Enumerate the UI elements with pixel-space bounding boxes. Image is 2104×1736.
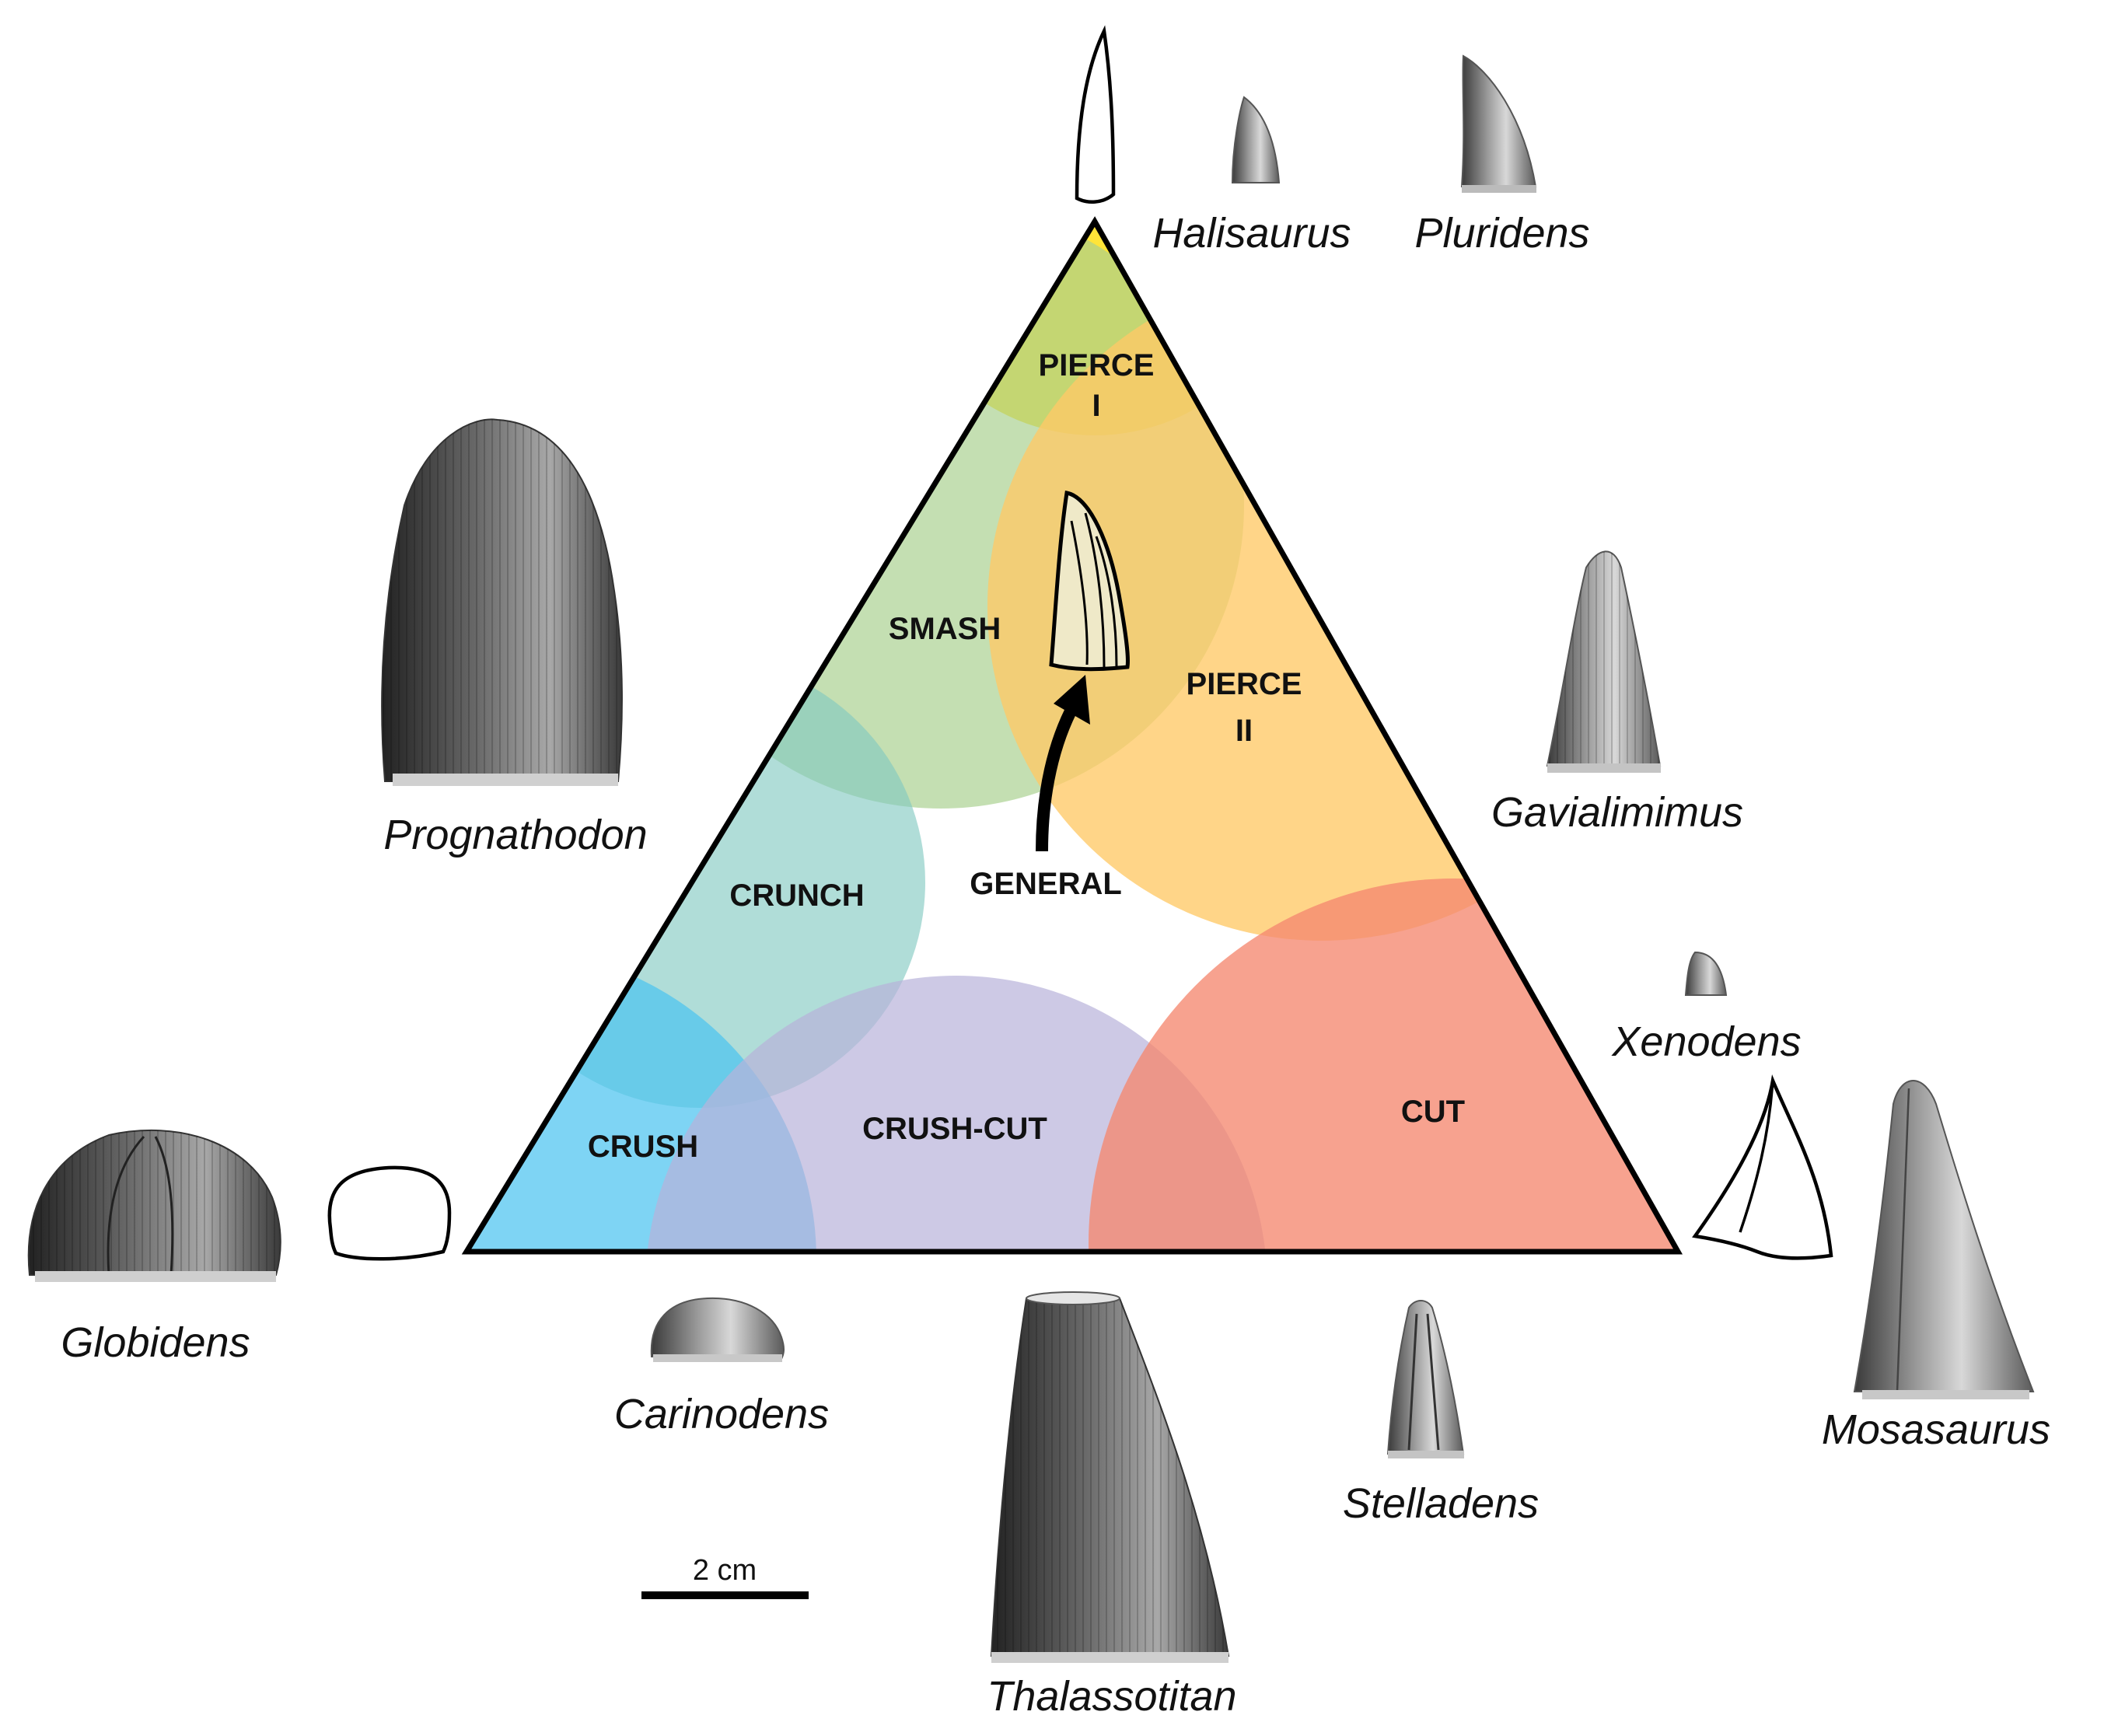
general-tooth-icon — [1049, 491, 1130, 672]
zone-label-pierce1-line2: I — [1092, 389, 1100, 423]
crushing-tooth-outline-icon — [327, 1165, 452, 1261]
scale-bar: 2 cm — [641, 1554, 809, 1599]
zone-label-general: GENERAL — [970, 867, 1122, 901]
taxon-label-halisaurus: Halisaurus — [1152, 210, 1351, 257]
halisaurus-tooth-illustration — [1231, 96, 1281, 183]
xenodens-tooth-illustration — [1684, 951, 1728, 996]
globidens-tooth-illustration — [27, 1130, 281, 1282]
triangle-outline — [461, 216, 1683, 1255]
mosasaurus-tooth-illustration — [1853, 1080, 2035, 1399]
zone-label-pierce2-line2: II — [1235, 714, 1253, 748]
piercing-tooth-outline-icon — [1075, 25, 1116, 204]
cutting-tooth-outline-inner — [1739, 1080, 1774, 1233]
zone-label-cut: CUT — [1401, 1095, 1465, 1129]
zone-crush-shape — [467, 948, 816, 1252]
zone-label-crush-cut: CRUSH-CUT — [862, 1112, 1047, 1146]
general-arrow — [1036, 675, 1090, 852]
scale-bar-line — [641, 1591, 809, 1599]
taxon-label-thalassotitan: Thalassotitan — [987, 1673, 1236, 1720]
taxon-label-xenodens: Xenodens — [1610, 1018, 1801, 1065]
taxon-label-carinodens: Carinodens — [614, 1391, 829, 1437]
zone-label-pierce1-line1: PIERCE — [1039, 348, 1155, 382]
taxon-label-pluridens: Pluridens — [1414, 210, 1589, 257]
taxon-label-mosasaurus: Mosasaurus — [1822, 1406, 2050, 1453]
taxon-label-gavialimimus: Gavialimimus — [1491, 789, 1743, 836]
zone-label-pierce2-line1: PIERCE — [1187, 667, 1302, 701]
prognathodon-tooth-illustration — [381, 418, 623, 786]
pluridens-tooth-illustration — [1460, 54, 1537, 193]
zone-label-crush: CRUSH — [588, 1130, 698, 1164]
taxon-label-globidens: Globidens — [61, 1319, 250, 1366]
cutting-tooth-outline-icon — [1692, 1074, 1833, 1260]
carinodens-tooth-illustration — [650, 1297, 785, 1362]
scale-bar-label: 2 cm — [693, 1554, 757, 1587]
zone-label-crunch: CRUNCH — [729, 878, 864, 913]
taxon-label-prognathodon: Prognathodon — [383, 812, 647, 858]
taxon-label-stelladens: Stelladens — [1343, 1480, 1539, 1527]
zone-label-smash: SMASH — [889, 612, 1001, 646]
stelladens-tooth-illustration — [1386, 1300, 1465, 1458]
thalassotitan-tooth-illustration — [990, 1291, 1230, 1663]
gavialimimus-tooth-illustration — [1546, 550, 1662, 773]
